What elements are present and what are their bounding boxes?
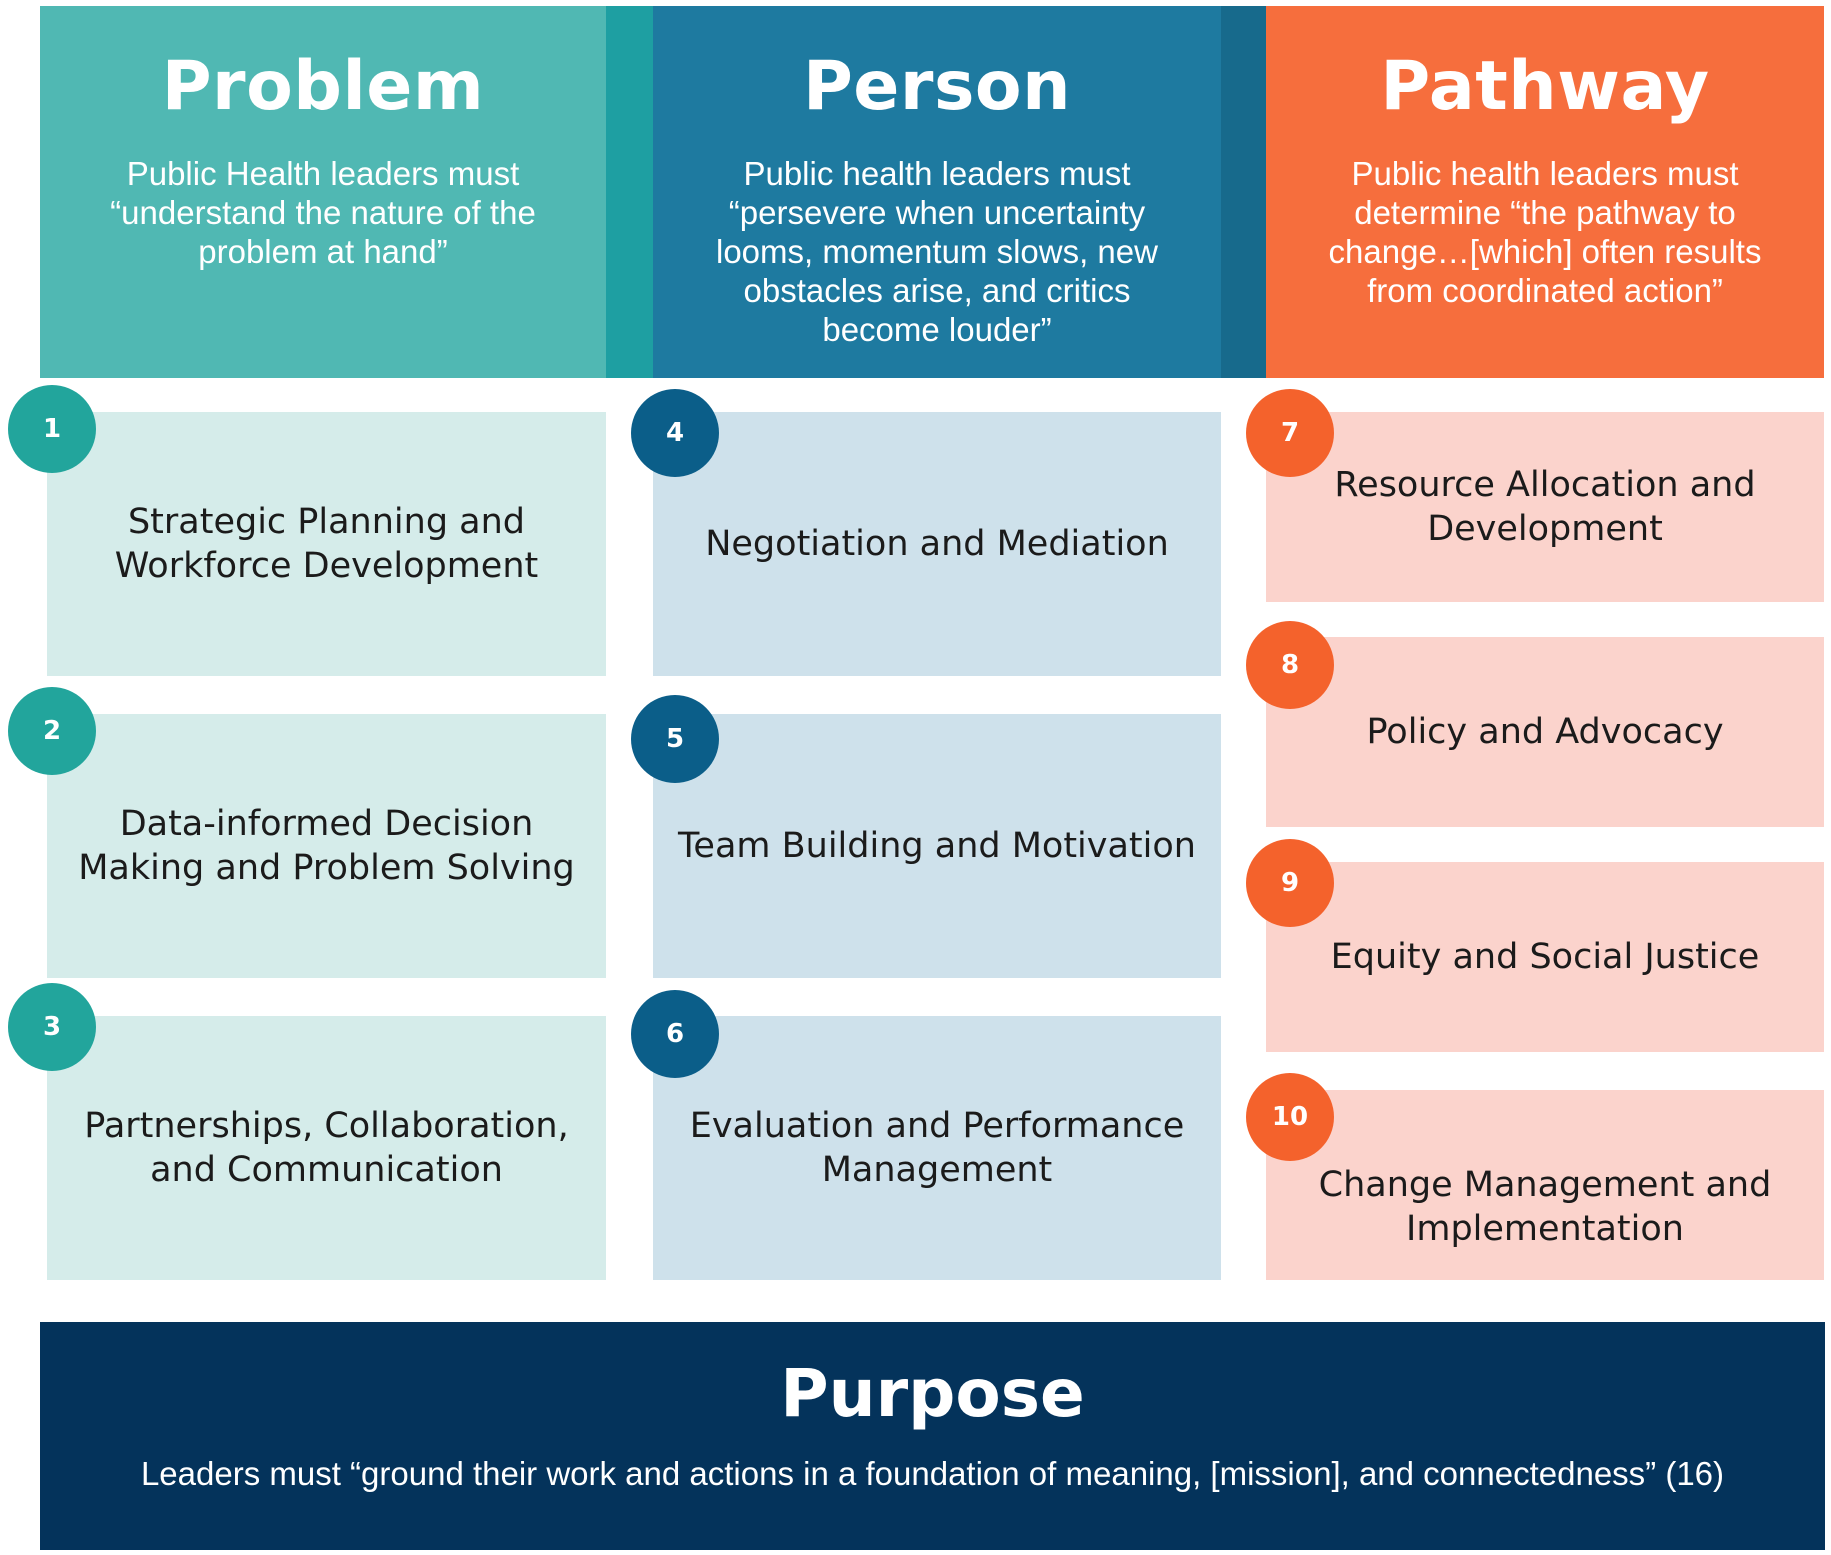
pathway-description-line: determine “the pathway to	[1354, 194, 1736, 231]
pathway-title: Pathway	[1380, 47, 1710, 126]
problem-title: Problem	[161, 47, 485, 126]
competency-number-badge: 1	[8, 385, 96, 473]
competency-number-badge: 4	[631, 389, 719, 477]
competency-label: Strategic Planning and Workforce Develop…	[115, 500, 539, 588]
competency-label: Change Management and Implementation	[1319, 1163, 1772, 1251]
header-divider	[1221, 6, 1266, 378]
person-header: Person Public health leaders must “perse…	[653, 6, 1221, 378]
competency-label: Negotiation and Mediation	[705, 522, 1169, 566]
competency-card-5: Team Building and Motivation	[653, 714, 1221, 978]
competency-label: Equity and Social Justice	[1331, 935, 1760, 979]
pathway-description-line: change…[which] often results	[1328, 233, 1762, 270]
person-description-line: looms, momentum slows, new	[716, 233, 1158, 270]
competency-card-9: Equity and Social Justice	[1266, 862, 1824, 1052]
purpose-footer: Purpose Leaders must “ground their work …	[40, 1322, 1825, 1550]
person-title: Person	[802, 47, 1072, 126]
competency-label-line: Resource Allocation and	[1334, 465, 1756, 505]
competency-label-line: Data-informed Decision	[119, 804, 534, 844]
competency-label-line: Negotiation and Mediation	[705, 524, 1169, 564]
problem-description: Public Health leaders must “understand t…	[74, 154, 572, 271]
competency-card-2: Data-informed Decision Making and Proble…	[47, 714, 606, 978]
competency-label-line: Implementation	[1406, 1209, 1684, 1249]
competency-number-badge: 10	[1246, 1073, 1334, 1161]
pathway-description: Public health leaders must determine “th…	[1299, 154, 1790, 310]
competency-number-badge: 7	[1246, 389, 1334, 477]
competency-label: Partnerships, Collaboration, and Communi…	[84, 1104, 568, 1192]
competency-number-badge: 8	[1246, 621, 1334, 709]
problem-description-line: “understand the nature of the	[110, 194, 536, 231]
competency-label-line: Strategic Planning and	[127, 502, 526, 542]
purpose-title: Purpose	[780, 1355, 1085, 1432]
person-description: Public health leaders must “persevere wh…	[687, 154, 1187, 349]
competency-card-10: Change Management and Implementation	[1266, 1090, 1824, 1280]
competency-label-line: Partnerships, Collaboration,	[84, 1106, 569, 1146]
pathway-header: Pathway Public health leaders must deter…	[1266, 6, 1824, 378]
competency-label: Data-informed Decision Making and Proble…	[78, 802, 575, 890]
competency-number-badge: 5	[631, 695, 719, 783]
competency-number-badge: 9	[1246, 839, 1334, 927]
person-description-line: “persevere when uncertainty	[728, 194, 1146, 231]
competency-label: Policy and Advocacy	[1366, 710, 1723, 754]
competency-label-line: Management	[821, 1150, 1053, 1190]
person-description-line: obstacles arise, and critics	[743, 272, 1131, 309]
competency-card-3: Partnerships, Collaboration, and Communi…	[47, 1016, 606, 1280]
problem-description-line: problem at hand”	[198, 233, 448, 270]
purpose-description: Leaders must “ground their work and acti…	[140, 1455, 1725, 1492]
competency-label-line: Equity and Social Justice	[1330, 937, 1760, 977]
competency-number-badge: 3	[8, 983, 96, 1071]
competency-card-4: Negotiation and Mediation	[653, 412, 1221, 676]
competency-label: Team Building and Motivation	[678, 824, 1196, 868]
problem-header: Problem Public Health leaders must “unde…	[40, 6, 606, 378]
competency-label-line: Development	[1427, 509, 1663, 549]
problem-description-line: Public Health leaders must	[126, 155, 520, 192]
competency-label-line: Change Management and	[1318, 1165, 1772, 1205]
competency-card-8: Policy and Advocacy	[1266, 637, 1824, 827]
person-description-line: become louder”	[822, 311, 1052, 348]
competency-card-6: Evaluation and Performance Management	[653, 1016, 1221, 1280]
competency-card-1: Strategic Planning and Workforce Develop…	[47, 412, 606, 676]
pathway-description-line: Public health leaders must	[1351, 155, 1739, 192]
competency-label-line: Workforce Development	[114, 546, 539, 586]
header-divider	[606, 6, 653, 378]
pathway-description-line: from coordinated action”	[1367, 272, 1723, 309]
competency-label: Evaluation and Performance Management	[690, 1104, 1185, 1192]
competency-label-line: Policy and Advocacy	[1366, 712, 1724, 752]
competency-label-line: Evaluation and Performance	[689, 1106, 1185, 1146]
person-description-line: Public health leaders must	[743, 155, 1131, 192]
competency-label-line: Team Building and Motivation	[678, 826, 1196, 866]
competency-label-line: and Communication	[150, 1150, 503, 1190]
competency-label-line: Making and Problem Solving	[78, 848, 575, 888]
competency-number-badge: 6	[631, 990, 719, 1078]
competency-label: Resource Allocation and Development	[1334, 463, 1755, 551]
competency-card-7: Resource Allocation and Development	[1266, 412, 1824, 602]
competency-number-badge: 2	[8, 687, 96, 775]
